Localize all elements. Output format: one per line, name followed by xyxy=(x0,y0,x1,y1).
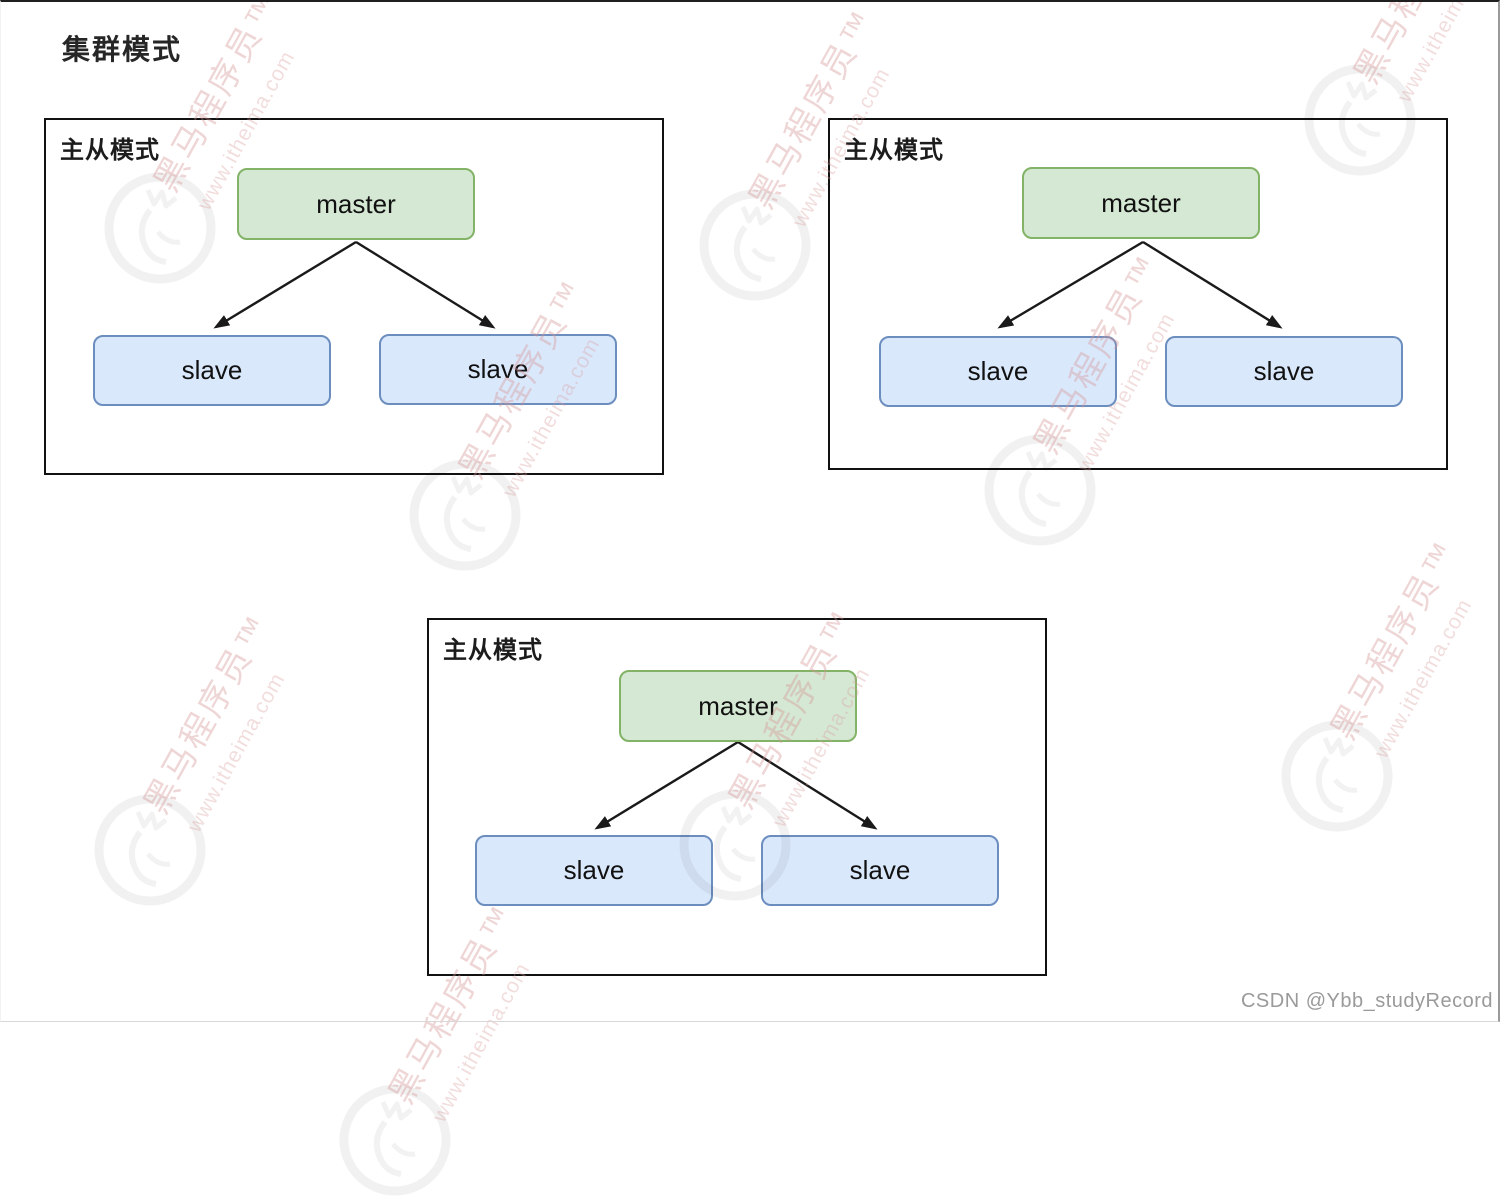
watermark-url-text: www.itheima.com xyxy=(1392,0,1500,107)
master-node: master xyxy=(237,168,475,240)
slave-node-1: slave xyxy=(475,835,713,906)
panel-title: 主从模式 xyxy=(443,637,543,664)
slave-node-2: slave xyxy=(761,835,999,906)
watermark-url-text: www.itheima.com xyxy=(1369,594,1477,763)
master-to-slave-arrows xyxy=(997,240,1283,329)
master-to-slave-arrows xyxy=(594,740,878,830)
slave-node-2: slave xyxy=(379,334,617,405)
page-title: 集群模式 xyxy=(62,34,183,65)
slave-node-1: slave xyxy=(879,336,1117,407)
slave-node-1: slave xyxy=(93,335,331,406)
csdn-credit-text: CSDN @Ybb_studyRecord xyxy=(1240,990,1493,1012)
watermark-unit: 黑马程序员™ www.itheima.com xyxy=(1277,506,1500,836)
master-node: master xyxy=(619,670,857,742)
master-to-slave-arrows xyxy=(213,240,496,329)
watermark-url-text: www.itheima.com xyxy=(182,668,290,837)
panel-title: 主从模式 xyxy=(844,137,944,164)
master-node: master xyxy=(1022,167,1260,239)
watermark-brand-text: 黑马程序员™ xyxy=(1347,0,1488,90)
master-slave-panel-1: 主从模式 master slave slave xyxy=(44,118,664,475)
slave-node-2: slave xyxy=(1165,336,1403,407)
watermark-unit: 黑马程序员™ www.itheima.com xyxy=(90,580,410,910)
watermark-logo-icon xyxy=(339,1084,451,1196)
panel-title: 主从模式 xyxy=(60,137,160,164)
watermark-logo-icon xyxy=(94,794,206,906)
watermark-logo-icon xyxy=(1281,720,1393,832)
watermark-url-text: www.itheima.com xyxy=(427,958,535,1127)
watermark-logo-icon xyxy=(699,189,811,301)
watermark-brand-text: 黑马程序员™ xyxy=(1324,533,1466,747)
master-slave-panel-3: 主从模式 master slave slave xyxy=(427,618,1047,976)
watermark-brand-text: 黑马程序员™ xyxy=(137,607,279,821)
master-slave-panel-2: 主从模式 master slave slave xyxy=(828,118,1448,470)
